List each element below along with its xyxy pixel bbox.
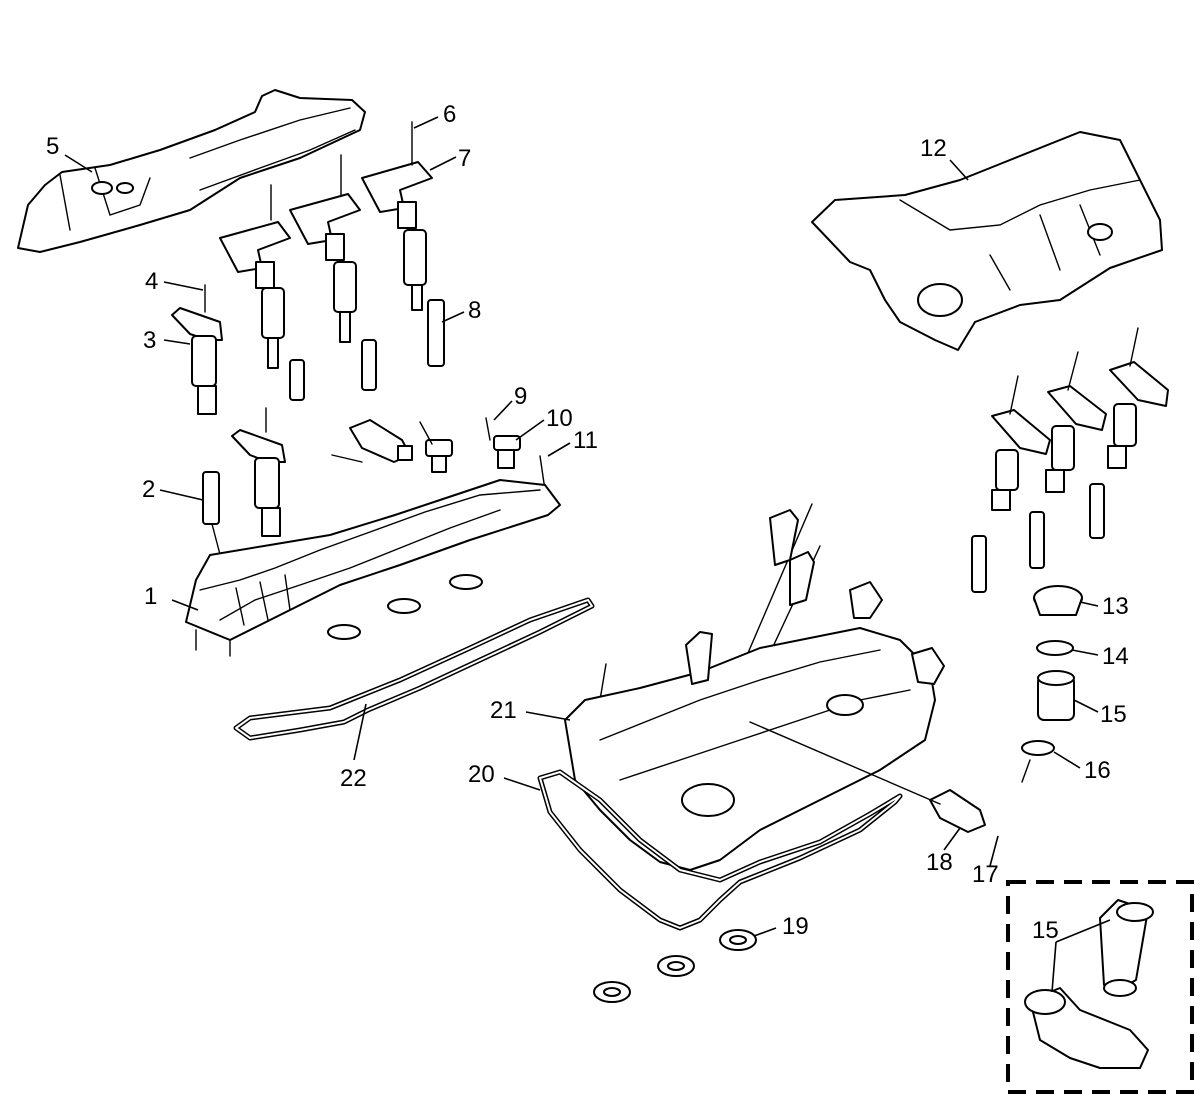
right-tube-seals	[593, 929, 757, 1003]
callout-labels: 1 2 3 4 5 6 7 8 9 10 11 12 13 14 15 16 1…	[46, 101, 1129, 944]
callout-21: 21	[490, 697, 517, 724]
right-ignition-coils	[971, 327, 1169, 593]
callout-4: 4	[145, 268, 158, 295]
right-cylinder-head-cover	[564, 503, 986, 871]
left-sensors-and-bolts	[331, 417, 546, 491]
left-cover-gasket	[233, 597, 595, 741]
callout-11: 11	[573, 427, 598, 454]
callout-9: 9	[514, 383, 527, 410]
left-tube-seals	[327, 574, 483, 640]
callout-2: 2	[142, 476, 155, 503]
callout-14: 14	[1102, 643, 1129, 670]
callout-22: 22	[340, 765, 367, 792]
right-engine-cover	[811, 131, 1163, 351]
callout-15: 15	[1100, 701, 1127, 728]
left-engine-cover	[17, 89, 366, 253]
callout-12: 12	[920, 135, 947, 162]
left-cylinder-head-cover	[185, 471, 561, 657]
leader-lines	[64, 116, 1111, 993]
callout-3: 3	[143, 327, 156, 354]
oil-filler-tube-inset	[1006, 880, 1194, 1094]
right-cover-gasket	[537, 769, 903, 931]
callout-5: 5	[46, 133, 59, 160]
callout-1: 1	[144, 583, 157, 610]
callout-10: 10	[546, 405, 573, 432]
callout-20: 20	[468, 761, 495, 788]
callout-19: 19	[782, 913, 809, 940]
left-camshaft-solenoids	[171, 284, 286, 537]
callout-15-inset: 15	[1032, 917, 1059, 944]
callout-13: 13	[1102, 593, 1129, 620]
callout-8: 8	[468, 297, 481, 324]
inset-frame	[1006, 880, 1194, 1094]
callout-6: 6	[443, 101, 456, 128]
oil-filler-components	[1021, 585, 1083, 783]
callout-18: 18	[926, 849, 953, 876]
callout-17: 17	[972, 861, 999, 888]
callout-7: 7	[458, 145, 471, 172]
callout-16: 16	[1084, 757, 1111, 784]
left-ignition-coils	[219, 121, 445, 401]
